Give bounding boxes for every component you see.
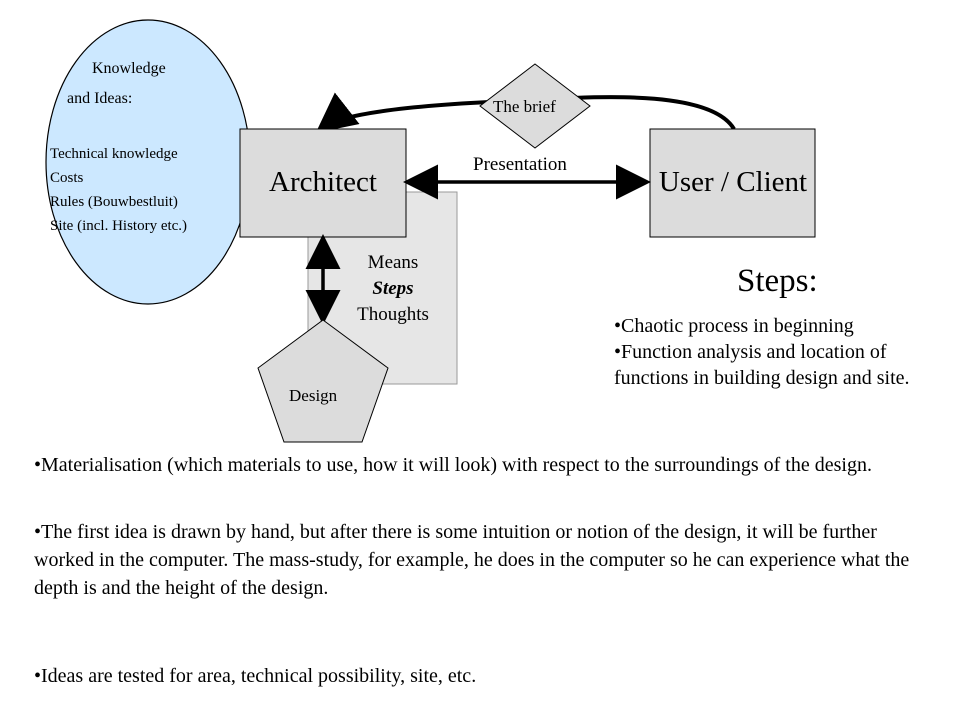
- knowledge-heading-line2: and Ideas:: [67, 90, 133, 107]
- architect-box: [239, 128, 407, 238]
- bullet-3: •Ideas are tested for area, technical po…: [34, 665, 477, 687]
- knowledge-item: Costs: [50, 170, 84, 186]
- presentation-label: Presentation: [473, 154, 567, 175]
- client-label: User / Client: [658, 166, 808, 198]
- brief-diamond: [479, 63, 591, 149]
- bullet-2: •The first idea is drawn by hand, but af…: [34, 521, 910, 599]
- steps-item: •Function analysis and location of funct…: [614, 341, 910, 389]
- steps-title: Steps:: [737, 263, 818, 299]
- brief-label: The brief: [493, 97, 556, 116]
- steps-item: •Chaotic process in beginning: [614, 315, 854, 337]
- bullet-1: •Materialisation (which materials to use…: [34, 454, 872, 476]
- knowledge-item: Technical knowledge: [50, 146, 178, 162]
- knowledge-item: Site (incl. History etc.): [50, 218, 188, 234]
- means-text: Means Steps Thoughts: [318, 250, 468, 328]
- steps-list: •Chaotic process in beginning •Function …: [614, 313, 959, 391]
- means-steps-line: Steps: [372, 278, 414, 299]
- knowledge-list: Technical knowledge Costs Rules (Bouwbes…: [50, 142, 187, 238]
- knowledge-heading-line1: Knowledge: [92, 60, 166, 77]
- architect-label: Architect: [269, 166, 377, 198]
- knowledge-item: Rules (Bouwbestluit): [50, 194, 178, 210]
- means-line: Means: [367, 252, 419, 273]
- design-pentagon: [257, 319, 389, 443]
- design-label: Design: [289, 386, 338, 405]
- means-line: Thoughts: [357, 304, 429, 325]
- client-box: [649, 128, 816, 238]
